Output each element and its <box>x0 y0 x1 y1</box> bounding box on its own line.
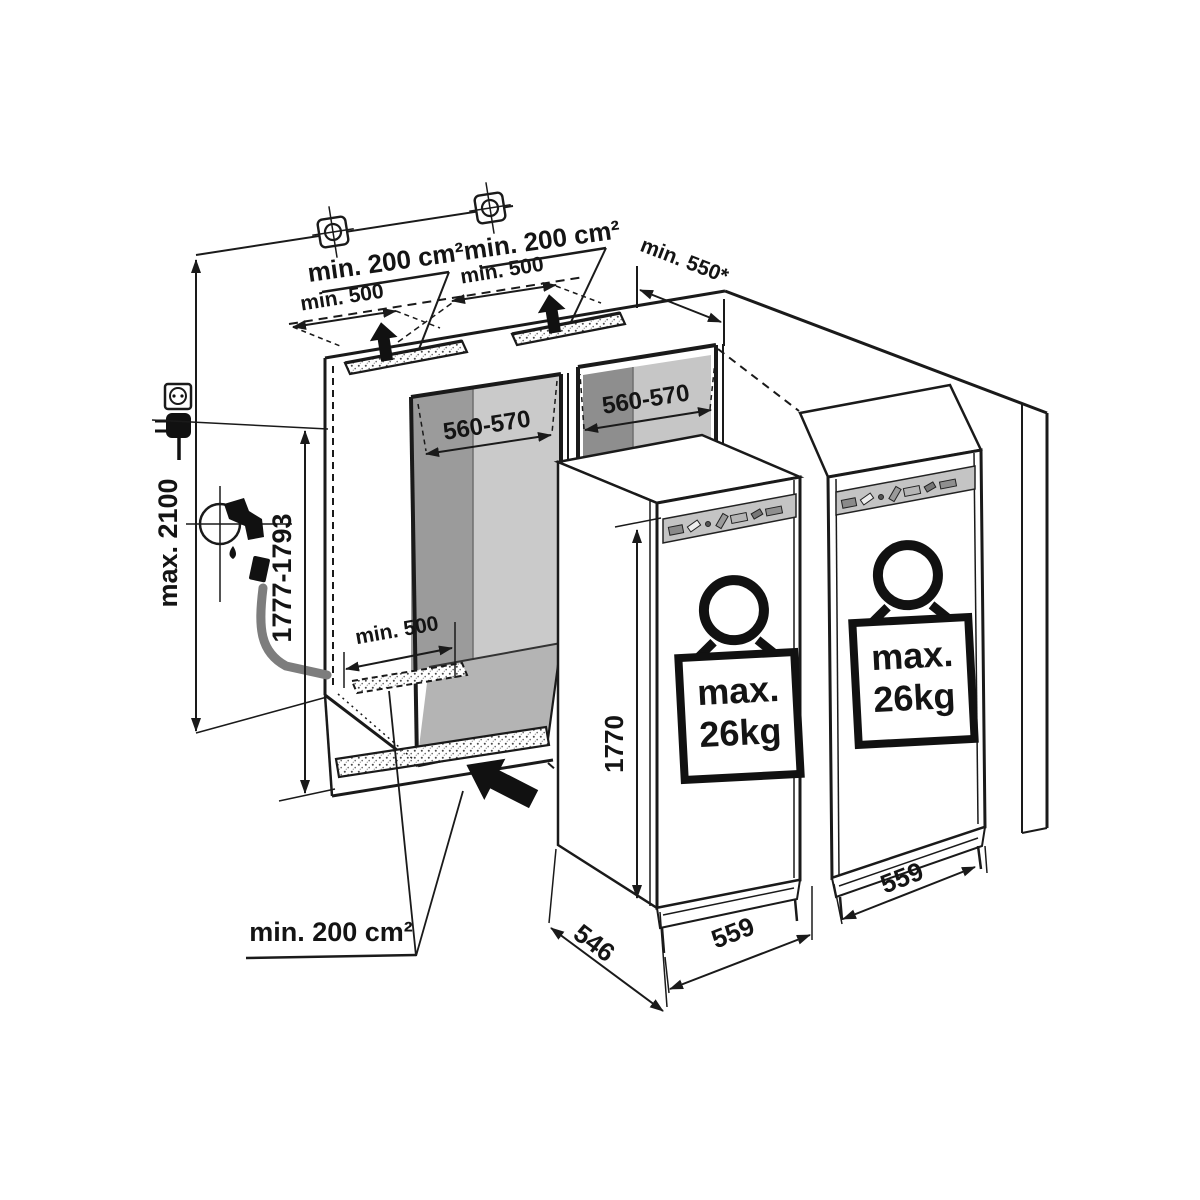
door-weight-label: 26kg <box>698 710 782 755</box>
appliance-left-plinth <box>655 878 802 930</box>
door-weight-label: max. <box>870 633 954 678</box>
dim-overall-height: max. 2100 <box>153 259 201 732</box>
overall-height-label: max. 2100 <box>153 478 183 607</box>
door-weight-icon: max. 26kg <box>674 575 805 785</box>
door-weight-icon: max. 26kg <box>848 540 979 750</box>
mounting-reference-line <box>195 205 514 256</box>
cabinet-depth-label: min. 550* <box>637 234 732 289</box>
dim-niche-height: 1777-1793 <box>267 430 310 794</box>
airflow-up-arrow <box>369 322 398 362</box>
mounting-point-marker <box>312 206 354 258</box>
appliance-right: max. 26kg <box>798 383 987 921</box>
dim-appliance-height: 1770 <box>599 529 642 899</box>
top-vent-strip-1 <box>343 339 469 376</box>
appliance-left: max. 26kg <box>553 433 805 954</box>
plinth-vent-opening <box>334 725 551 779</box>
appliance-height-label: 1770 <box>599 715 629 773</box>
door-weight-label: 26kg <box>872 675 956 720</box>
power-socket-icon <box>163 382 193 411</box>
water-tap-icon <box>186 486 292 602</box>
air-area-label: min. 200 cm² <box>249 917 413 947</box>
control-panel <box>662 493 797 544</box>
water-hose-line <box>256 583 332 680</box>
niche-height-label: 1777-1793 <box>267 513 297 642</box>
water-drop-icon <box>229 546 236 559</box>
door-weight-label: max. <box>696 668 780 713</box>
appliance-left-side <box>556 460 659 911</box>
top-vent-strip-2 <box>510 311 627 347</box>
label-bottom-air-area: min. 200 cm² <box>245 690 464 960</box>
control-panel <box>835 465 976 516</box>
airflow-intake-arrow <box>466 758 539 809</box>
mounting-reference <box>195 182 514 258</box>
appliance-depth-label: 546 <box>568 918 621 968</box>
airflow-up-arrow <box>537 294 566 334</box>
mounting-point-marker <box>469 182 511 234</box>
